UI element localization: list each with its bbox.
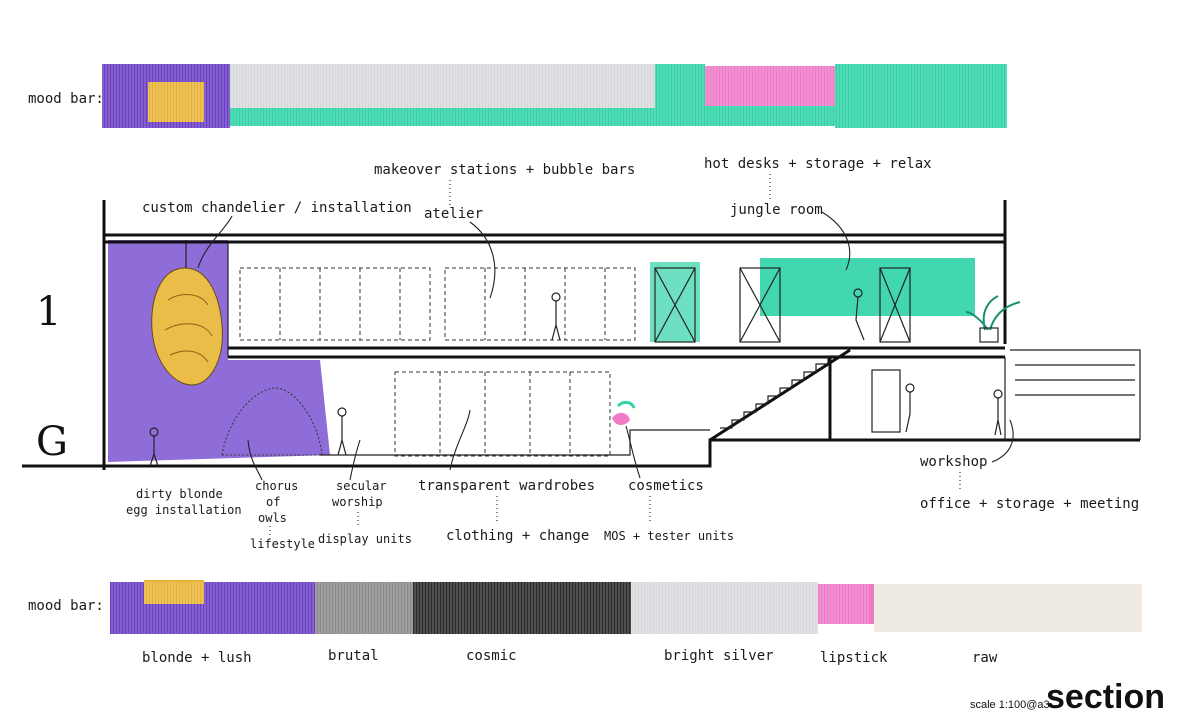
note-egg-installation: egg installation (126, 503, 242, 517)
note-wardrobes: transparent wardrobes (418, 478, 595, 494)
note-cosmetics: cosmetics (628, 478, 704, 494)
level-label-g: G (36, 419, 68, 465)
note-chorus: chorus (255, 479, 298, 493)
annotations: custom chandelier / installation makeove… (126, 156, 1139, 551)
note-dirty-blonde: dirty blonde (136, 487, 223, 501)
potted-plant (965, 295, 1021, 331)
note-makeover: makeover stations + bubble bars (374, 162, 635, 178)
mood-word-cosmic: cosmic (466, 648, 517, 664)
note-secular: secular (336, 479, 387, 493)
building-section (22, 200, 1141, 470)
note-jungle: jungle room (730, 202, 823, 218)
atelier-partitions (239, 267, 636, 341)
mood-word-raw: raw (972, 650, 998, 666)
mood-word-brutal: brutal (328, 648, 379, 664)
note-atelier: atelier (424, 206, 483, 222)
egg-installation (151, 267, 223, 386)
jungle-room-doors (654, 267, 911, 343)
note-chandelier: custom chandelier / installation (142, 200, 412, 216)
wardrobes (394, 371, 611, 457)
note-workshop: workshop (920, 454, 987, 470)
mood-bar-top-label: mood bar: (28, 91, 104, 107)
cosmetics-bird-icon (612, 412, 630, 425)
note-worship: worship (332, 495, 383, 509)
people-figures (149, 288, 1003, 467)
jungle-room-foliage (760, 258, 975, 316)
drawing-title: section (1046, 678, 1165, 716)
note-display-units: display units (318, 532, 412, 546)
scale-note: scale 1:100@a3 (970, 699, 1050, 711)
note-chorus-owls: owls (258, 511, 287, 525)
mood-swatch-raw (874, 584, 1142, 632)
note-lifestyle: lifestyle (250, 537, 315, 551)
mood-bar-top: mood bar: (28, 64, 1007, 128)
note-clothing: clothing + change (446, 528, 589, 544)
note-chorus-of: of (266, 495, 280, 509)
mood-word-lipstick: lipstick (820, 650, 888, 666)
mood-bar-bottom-label: mood bar: (28, 598, 104, 614)
level-label-1: 1 (36, 289, 61, 335)
mood-word-blonde: blonde + lush (142, 650, 252, 666)
mood-bar-bottom: mood bar: blonde + lush brutal cosmic br… (28, 580, 1142, 666)
mood-word-silver: bright silver (664, 648, 774, 664)
note-office: office + storage + meeting (920, 496, 1139, 512)
note-hotdesks: hot desks + storage + relax (704, 156, 932, 172)
note-mos-tester: MOS + tester units (604, 529, 734, 543)
